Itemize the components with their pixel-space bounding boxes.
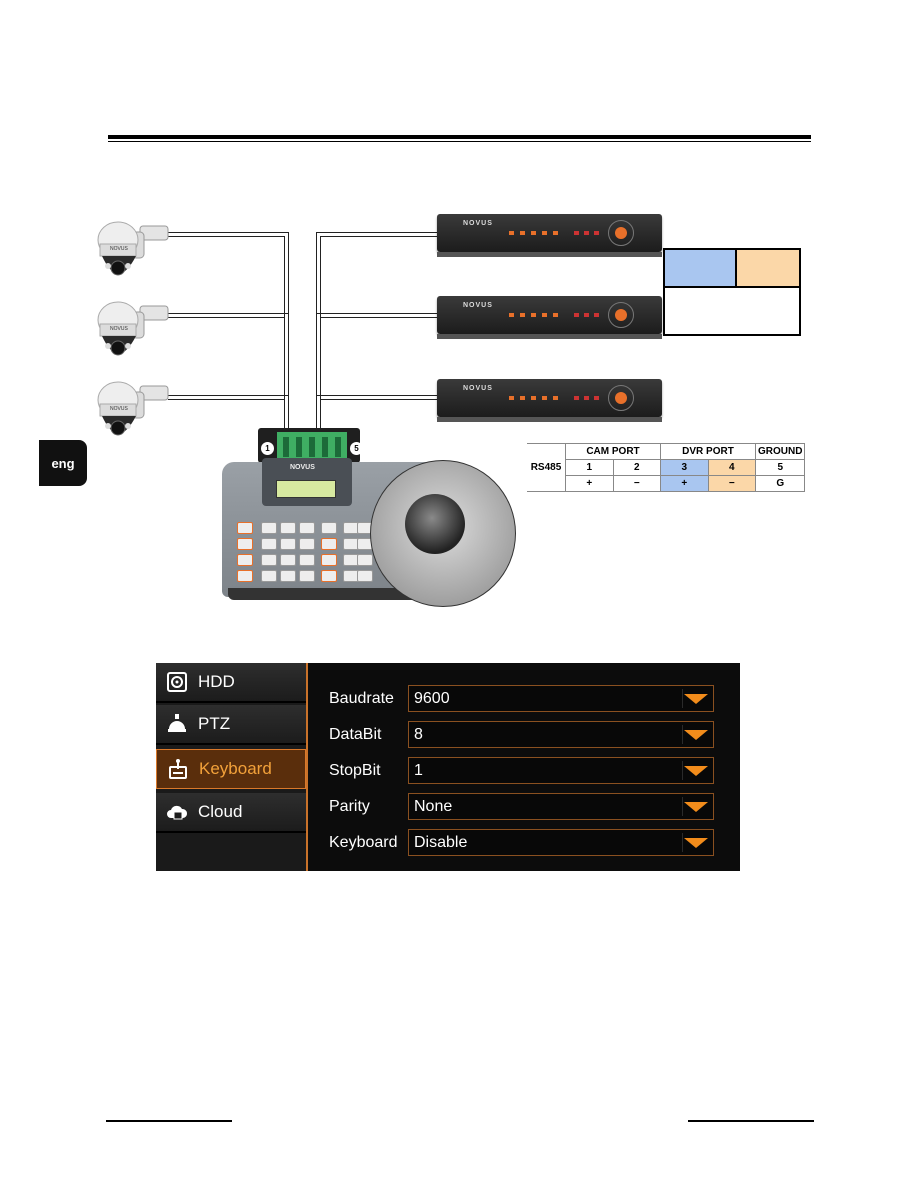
sidebar-item-keyboard[interactable]: Keyboard xyxy=(156,749,306,789)
sidebar-item-label: PTZ xyxy=(198,714,231,733)
signal-5: G xyxy=(754,475,806,492)
language-tab[interactable]: eng xyxy=(39,440,87,486)
rs485-pin-table: RS485 CAM PORT DVR PORT GROUND 1 2 3 4 5… xyxy=(527,443,806,492)
svg-text:NOVUS: NOVUS xyxy=(110,246,128,252)
keyboard-label: Keyboard xyxy=(329,834,398,851)
keyboard-icon xyxy=(167,758,189,780)
keyboard-brand: NOVUS xyxy=(290,464,315,471)
svg-text:NOVUS: NOVUS xyxy=(110,326,128,332)
terminal-pin-5-label: 5 xyxy=(350,442,363,455)
dvr-2: NOVUS xyxy=(437,296,662,339)
rs485-label: RS485 xyxy=(527,443,566,492)
sidebar-item-label: HDD xyxy=(198,672,235,691)
keyboard-select[interactable]: Disable xyxy=(408,829,714,856)
stopbit-select[interactable]: 1 xyxy=(408,757,714,784)
pin-5: 5 xyxy=(754,459,806,476)
dvr-1: NOVUS xyxy=(437,214,662,257)
signal-3: + xyxy=(660,475,709,492)
stopbit-value: 1 xyxy=(414,762,423,779)
sidebar-item-ptz[interactable]: PTZ xyxy=(156,705,306,745)
sidebar-item-hdd[interactable]: HDD xyxy=(156,663,306,703)
parity-label: Parity xyxy=(329,798,370,815)
joystick xyxy=(405,494,465,554)
pin-4: 4 xyxy=(707,459,756,476)
pin-1: 1 xyxy=(565,459,614,476)
settings-panel: HDD PTZ Keyboard Cloud Baudrate 9600 Dat… xyxy=(156,663,740,871)
dvr-3: NOVUS xyxy=(437,379,662,422)
baudrate-select[interactable]: 9600 xyxy=(408,685,714,712)
ptz-camera-3: NOVUS xyxy=(97,381,169,436)
header-rule-thin xyxy=(108,141,811,142)
chevron-down-icon[interactable] xyxy=(684,766,708,776)
baudrate-value: 9600 xyxy=(414,690,450,707)
stopbit-label: StopBit xyxy=(329,762,381,779)
ptz-camera-2: NOVUS xyxy=(97,301,169,356)
parity-value: None xyxy=(414,798,453,815)
databit-label: DataBit xyxy=(329,726,382,743)
signal-2: − xyxy=(612,475,661,492)
cloud-icon xyxy=(166,801,188,823)
settings-sidebar: HDD PTZ Keyboard Cloud xyxy=(156,663,308,871)
color-legend xyxy=(663,248,801,336)
pin-3: 3 xyxy=(660,459,709,476)
pin-2: 2 xyxy=(612,459,661,476)
sidebar-item-label: Keyboard xyxy=(199,759,272,778)
keyboard-value: Disable xyxy=(414,834,468,851)
sidebar-item-label: Cloud xyxy=(198,802,243,821)
cam-port-header: CAM PORT xyxy=(565,443,661,460)
chevron-down-icon[interactable] xyxy=(684,694,708,704)
svg-text:NOVUS: NOVUS xyxy=(110,406,128,412)
lcd-screen xyxy=(276,480,336,498)
sidebar-item-cloud[interactable]: Cloud xyxy=(156,793,306,833)
header-rule xyxy=(108,135,811,139)
ptz-camera-1: NOVUS xyxy=(97,221,169,276)
footer-rule-right xyxy=(688,1120,814,1122)
hdd-icon xyxy=(166,671,188,693)
databit-value: 8 xyxy=(414,726,423,743)
footer-rule-left xyxy=(106,1120,232,1122)
ground-header: GROUND xyxy=(754,443,806,460)
chevron-down-icon[interactable] xyxy=(684,730,708,740)
databit-select[interactable]: 8 xyxy=(408,721,714,748)
terminal-pin-1-label: 1 xyxy=(261,442,274,455)
parity-select[interactable]: None xyxy=(408,793,714,820)
chevron-down-icon[interactable] xyxy=(684,838,708,848)
signal-1: + xyxy=(565,475,614,492)
legend-swatch-minus xyxy=(737,250,799,288)
legend-swatch-plus xyxy=(665,250,737,288)
dvr-port-header: DVR PORT xyxy=(660,443,756,460)
chevron-down-icon[interactable] xyxy=(684,802,708,812)
ptz-camera-icon xyxy=(166,713,188,735)
signal-4: − xyxy=(707,475,756,492)
baudrate-label: Baudrate xyxy=(329,690,394,707)
